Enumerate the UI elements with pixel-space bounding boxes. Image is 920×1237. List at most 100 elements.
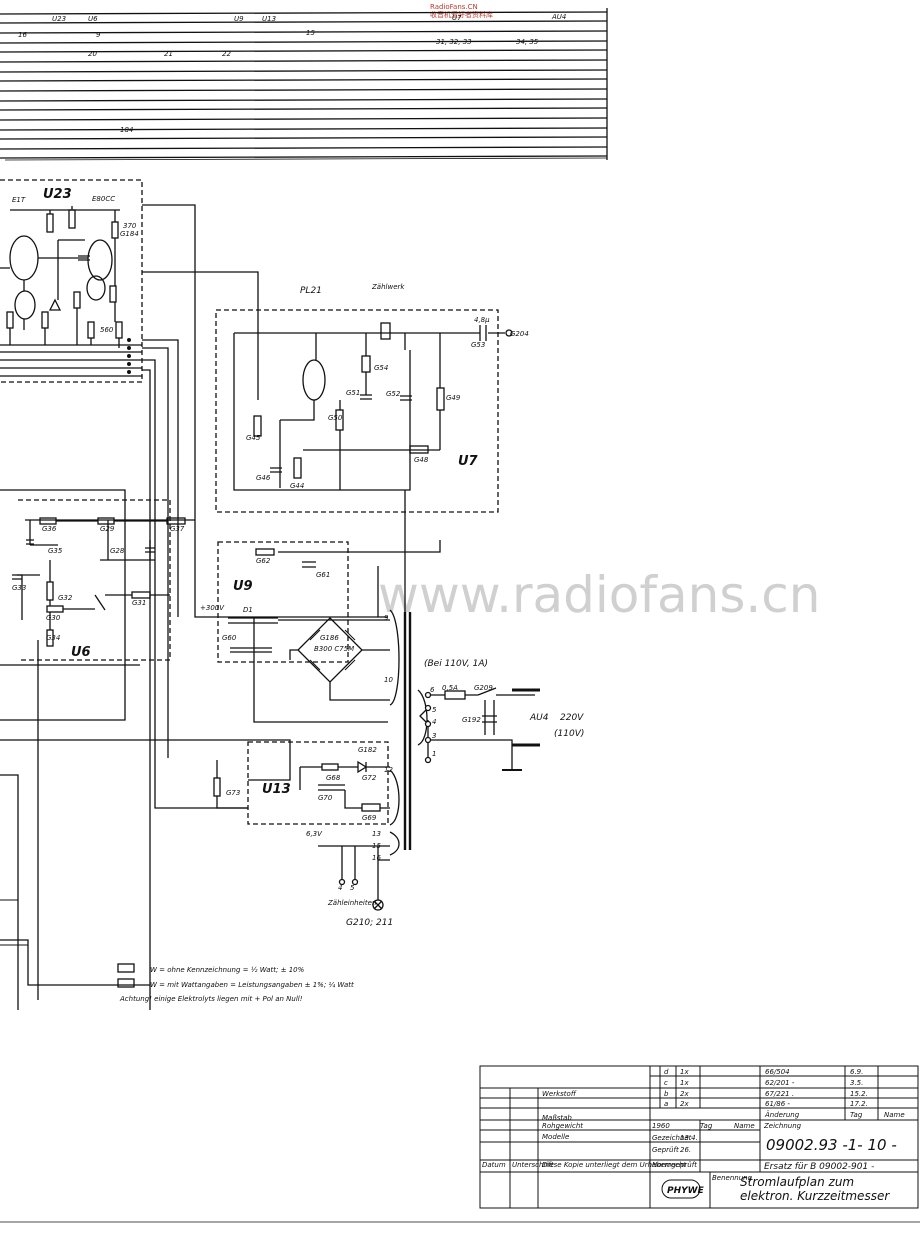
u6-part-g36: G36 [42, 525, 57, 533]
u23-tube1b-symbol [14, 290, 36, 320]
u6-resistor-g32 [46, 581, 54, 601]
header-label-u23: U23 [52, 15, 66, 23]
u6-part-g31: G31 [132, 599, 146, 607]
revision-col-date: Tag [850, 1111, 863, 1119]
u13-resistor-g73 [213, 777, 221, 797]
u23-resistor-3 [111, 221, 119, 239]
heater-terminal-label: Zähleinheiten [327, 899, 376, 907]
u6-part-g35: G35 [48, 547, 63, 555]
u9-part-g61: G61 [316, 571, 330, 579]
u9-bridge-type: B300 C75M [314, 645, 354, 653]
revision-b-date: 15.2. [850, 1090, 868, 1098]
u7-cap-g51 [360, 394, 372, 400]
mains-tap-5: 5 [432, 706, 437, 714]
revision-a-qty: 2x [680, 1100, 689, 1108]
u23-tube2-symbol [87, 239, 113, 281]
legend-warning: Achtung! einige Elektrolyts liegen mit +… [119, 995, 303, 1003]
mains-tap-4: 4 [432, 718, 436, 726]
mains-section: (Bei 110V, 1A) 0,5A G209 G192 AU4 220V (… [384, 609, 584, 856]
u13-label: U13 [262, 782, 291, 797]
revision-a-date: 17.2. [850, 1100, 868, 1108]
u6-cap-g33 [12, 574, 22, 580]
u13-diode-g182 [357, 760, 368, 774]
title-designation-label: Benennung [712, 1174, 753, 1182]
title-date-signature: Datum [482, 1161, 506, 1169]
mains-tap-9: 9 [384, 614, 389, 622]
u13-diode-label: G182 [358, 746, 377, 754]
u23-resistor-label: 370 [123, 222, 137, 230]
mains-filter-label: G192 [462, 716, 481, 724]
heater-terminal-4: 4 [338, 884, 342, 892]
revision-d-date: 6.9. [850, 1068, 863, 1076]
u9-part-g62: G62 [256, 557, 271, 565]
revision-col-name: Name [884, 1111, 905, 1119]
u13-resistor-g68 [321, 763, 339, 771]
watermark-text: www.radiofans.cn [378, 566, 820, 624]
mains-filter-capacitor [482, 700, 497, 735]
u7-part-g54: G54 [374, 364, 388, 372]
module-u13: U13 G182 G68 G72 G70 G69 G73 [213, 741, 390, 825]
revision-header: Änderung [764, 1110, 800, 1119]
u7-resistor-g50 [335, 409, 344, 431]
legend-symbol-2 [117, 978, 135, 988]
header-row-bottom: 184 [120, 126, 133, 134]
header-row2-a: 16 [18, 31, 27, 39]
u6-part-g33: G33 [12, 584, 26, 592]
u23-tube2b-symbol [86, 275, 106, 301]
title-name-label: Name [734, 1122, 755, 1130]
u7-connector-g204 [505, 329, 513, 337]
title-drawn-label: Gezeichnet [652, 1134, 692, 1142]
u7-resistor-g49 [436, 387, 445, 411]
u23-resistor-9 [115, 321, 123, 339]
u23-resistor-6 [41, 311, 49, 329]
u23-connector-dots [127, 338, 131, 374]
u9-bridge-ref: G186 [320, 634, 339, 642]
mains-tap-1: 1 [432, 750, 436, 758]
header-row2-d: 31, 32, 33 [436, 38, 472, 46]
u23-tube1-label: E1T [12, 196, 26, 204]
title-replaced: Ersatz für B 09002-901 - [764, 1162, 874, 1172]
u7-part-g50: G50 [328, 414, 343, 422]
legend-item-1: W = ohne Kennzeichnung = ½ Watt; ± 10% [150, 966, 305, 974]
u7-part-g51: G51 [346, 389, 360, 397]
u6-resistor-g31 [131, 591, 151, 599]
u13-part-g69: G69 [362, 814, 377, 822]
u7-part-g45: G45 [246, 434, 261, 442]
mains-tap-12: 12 [384, 766, 393, 774]
company-logo-text: PHYWE [667, 1186, 705, 1196]
revision-d-qty: 1x [680, 1068, 689, 1076]
company-logo [661, 1179, 701, 1199]
u9-choke-d1 [228, 617, 278, 624]
u23-tube1-symbol [9, 235, 39, 281]
u7-tube-symbol [302, 359, 326, 401]
u23-resistor-8 [87, 321, 95, 339]
header-labels: U23 U6 U9 U13 U7 AU4 16 9 15 31, 32, 33 … [18, 13, 566, 134]
u23-label: U23 [43, 187, 72, 202]
u7-cap-g52 [400, 395, 412, 401]
title-signature: Unterschrift [512, 1161, 554, 1169]
u23-resistor-4 [109, 285, 117, 303]
header-label-u6: U6 [88, 15, 98, 23]
u6-cap-g28 [145, 547, 155, 553]
u7-cap-ref: G204 [510, 330, 529, 338]
u23-capacitor [78, 255, 90, 261]
heater-terminal-4-dot [338, 878, 346, 886]
title-note-small: Diese Kopie unterliegt dem Urheberrecht [542, 1161, 686, 1169]
u6-part-g30: G30 [46, 614, 61, 622]
u13-resistor-g69 [361, 803, 381, 812]
mains-tap-6: 6 [430, 686, 435, 694]
u6-resistor-g30 [46, 605, 64, 613]
title-block: d 1x 66/504 6.9. c 1x 62/201 - 3.5. b 2x… [479, 1065, 919, 1209]
u7-cap-g46 [270, 467, 282, 473]
source-mark-line1: RadioFans.CN [430, 3, 478, 11]
u7-tube-label: PL21 [300, 286, 322, 296]
mains-tap-10: 10 [384, 676, 393, 684]
u9-label: U9 [233, 579, 253, 594]
u7-counter-label: Zählwerk [371, 283, 405, 291]
u7-counter-coil [380, 322, 391, 340]
heater-lamp-label: G210; 211 [346, 918, 393, 928]
u9-part-d1: D1 [243, 606, 253, 614]
u6-part-g32: G32 [58, 594, 73, 602]
u7-resistor-g54 [361, 355, 371, 373]
